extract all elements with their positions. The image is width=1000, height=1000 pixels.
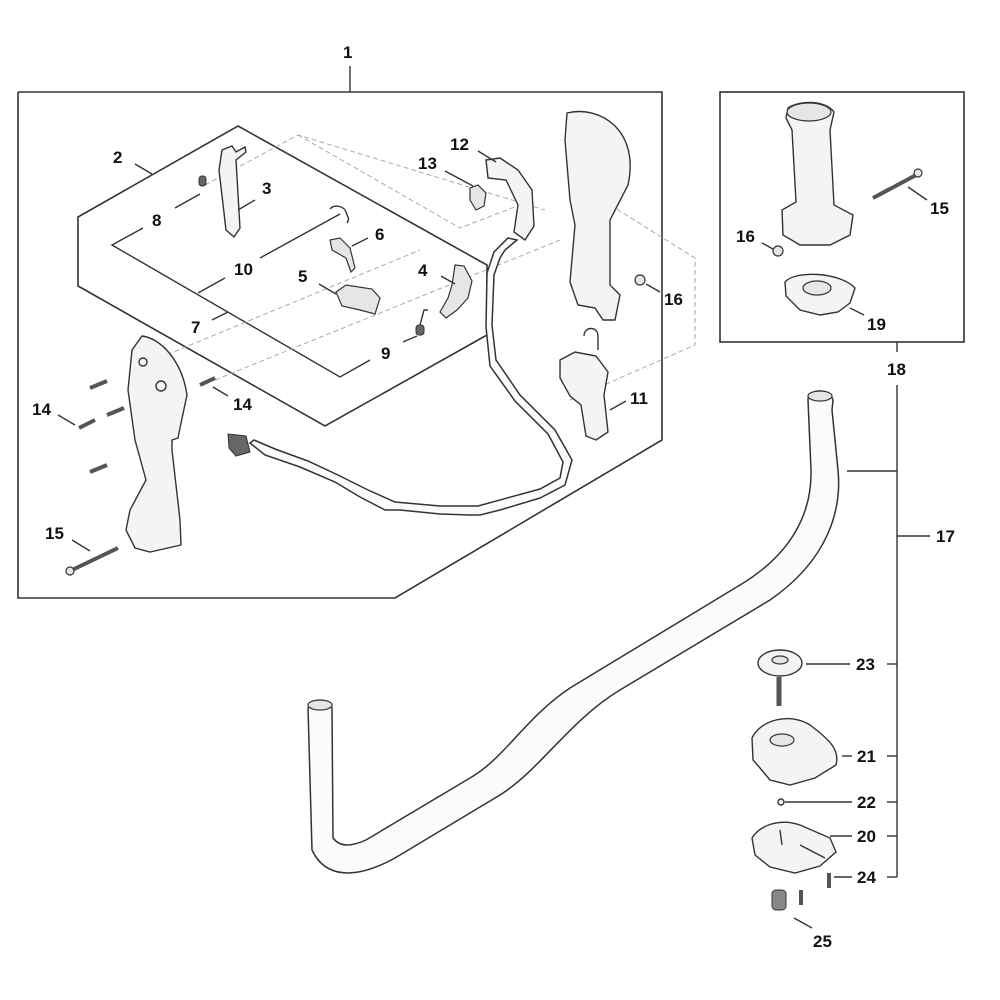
callout-21: 21	[857, 747, 876, 766]
part-11-trigger[interactable]: 11	[559, 327, 648, 441]
part-10-spring[interactable]: 10	[234, 205, 350, 279]
callout-1: 1	[343, 43, 352, 62]
subassembly-2-frame: 2	[77, 125, 488, 427]
callout-15-left: 15	[45, 524, 64, 543]
part-22-ball[interactable]: 22	[777, 793, 876, 812]
callout-18: 18	[887, 360, 906, 379]
part-14-screws[interactable]: 14 14	[32, 376, 252, 474]
callout-16-left: 16	[664, 290, 683, 309]
part-5-slide[interactable]: 5	[298, 267, 381, 315]
part-25-spring[interactable]: 25	[771, 889, 832, 951]
part-20-clamp-lower[interactable]: 20	[751, 821, 876, 874]
part-13-contact[interactable]: 13	[418, 154, 487, 211]
callout-20: 20	[857, 827, 876, 846]
callout-25: 25	[813, 932, 832, 951]
part-16-nut-right[interactable]: 16	[736, 227, 784, 257]
part-4-lock-lever[interactable]: 4	[418, 261, 473, 319]
part-6-lever[interactable]: 6	[329, 225, 384, 274]
callout-3: 3	[262, 179, 271, 198]
grip-handle[interactable]	[781, 101, 854, 246]
part-15-bolt-right[interactable]: 15	[872, 168, 949, 218]
part-21-clamp-upper[interactable]: 21	[751, 717, 876, 786]
callout-24: 24	[857, 868, 876, 887]
part-23-wing-screw[interactable]: 23	[757, 649, 875, 706]
callout-2: 2	[113, 148, 122, 167]
callout-17: 17	[936, 527, 955, 546]
part-3-throttle-lever[interactable]: 3	[218, 145, 271, 239]
part-9-torsion-spring[interactable]: 9	[381, 309, 428, 363]
part-8-spring[interactable]: 8	[152, 175, 207, 230]
callout-13: 13	[418, 154, 437, 173]
callout-7: 7	[191, 318, 200, 337]
assembly-1-frame: 1	[17, 43, 663, 599]
callout-8: 8	[152, 211, 161, 230]
callout-14-right: 14	[233, 395, 252, 414]
callout-16-right: 16	[736, 227, 755, 246]
callout-4: 4	[418, 261, 428, 280]
callout-5: 5	[298, 267, 307, 286]
part-24-screw[interactable]: 24	[799, 868, 876, 905]
left-handle-shell[interactable]	[125, 335, 188, 553]
part-16-nut[interactable]: 16	[634, 274, 683, 309]
callout-22: 22	[857, 793, 876, 812]
handle-housing-shell[interactable]	[564, 110, 631, 321]
part-15-bolt-left[interactable]: 15	[45, 524, 119, 576]
part-19-clamp[interactable]: 19	[784, 273, 886, 334]
callout-9: 9	[381, 344, 390, 363]
assembly-17-bracket: 17	[847, 385, 955, 878]
callout-15-right: 15	[930, 199, 949, 218]
part-12-switch-housing[interactable]: 12	[227, 135, 573, 516]
callout-10: 10	[234, 260, 253, 279]
callout-23: 23	[856, 655, 875, 674]
assembly-18-frame: 18	[719, 91, 965, 379]
callout-14-left: 14	[32, 400, 51, 419]
callout-12: 12	[450, 135, 469, 154]
bike-handle-tube[interactable]	[307, 390, 840, 874]
callout-6: 6	[375, 225, 384, 244]
callout-19: 19	[867, 315, 886, 334]
callout-11: 11	[630, 389, 648, 408]
subassembly-7-frame: 7	[110, 213, 371, 378]
